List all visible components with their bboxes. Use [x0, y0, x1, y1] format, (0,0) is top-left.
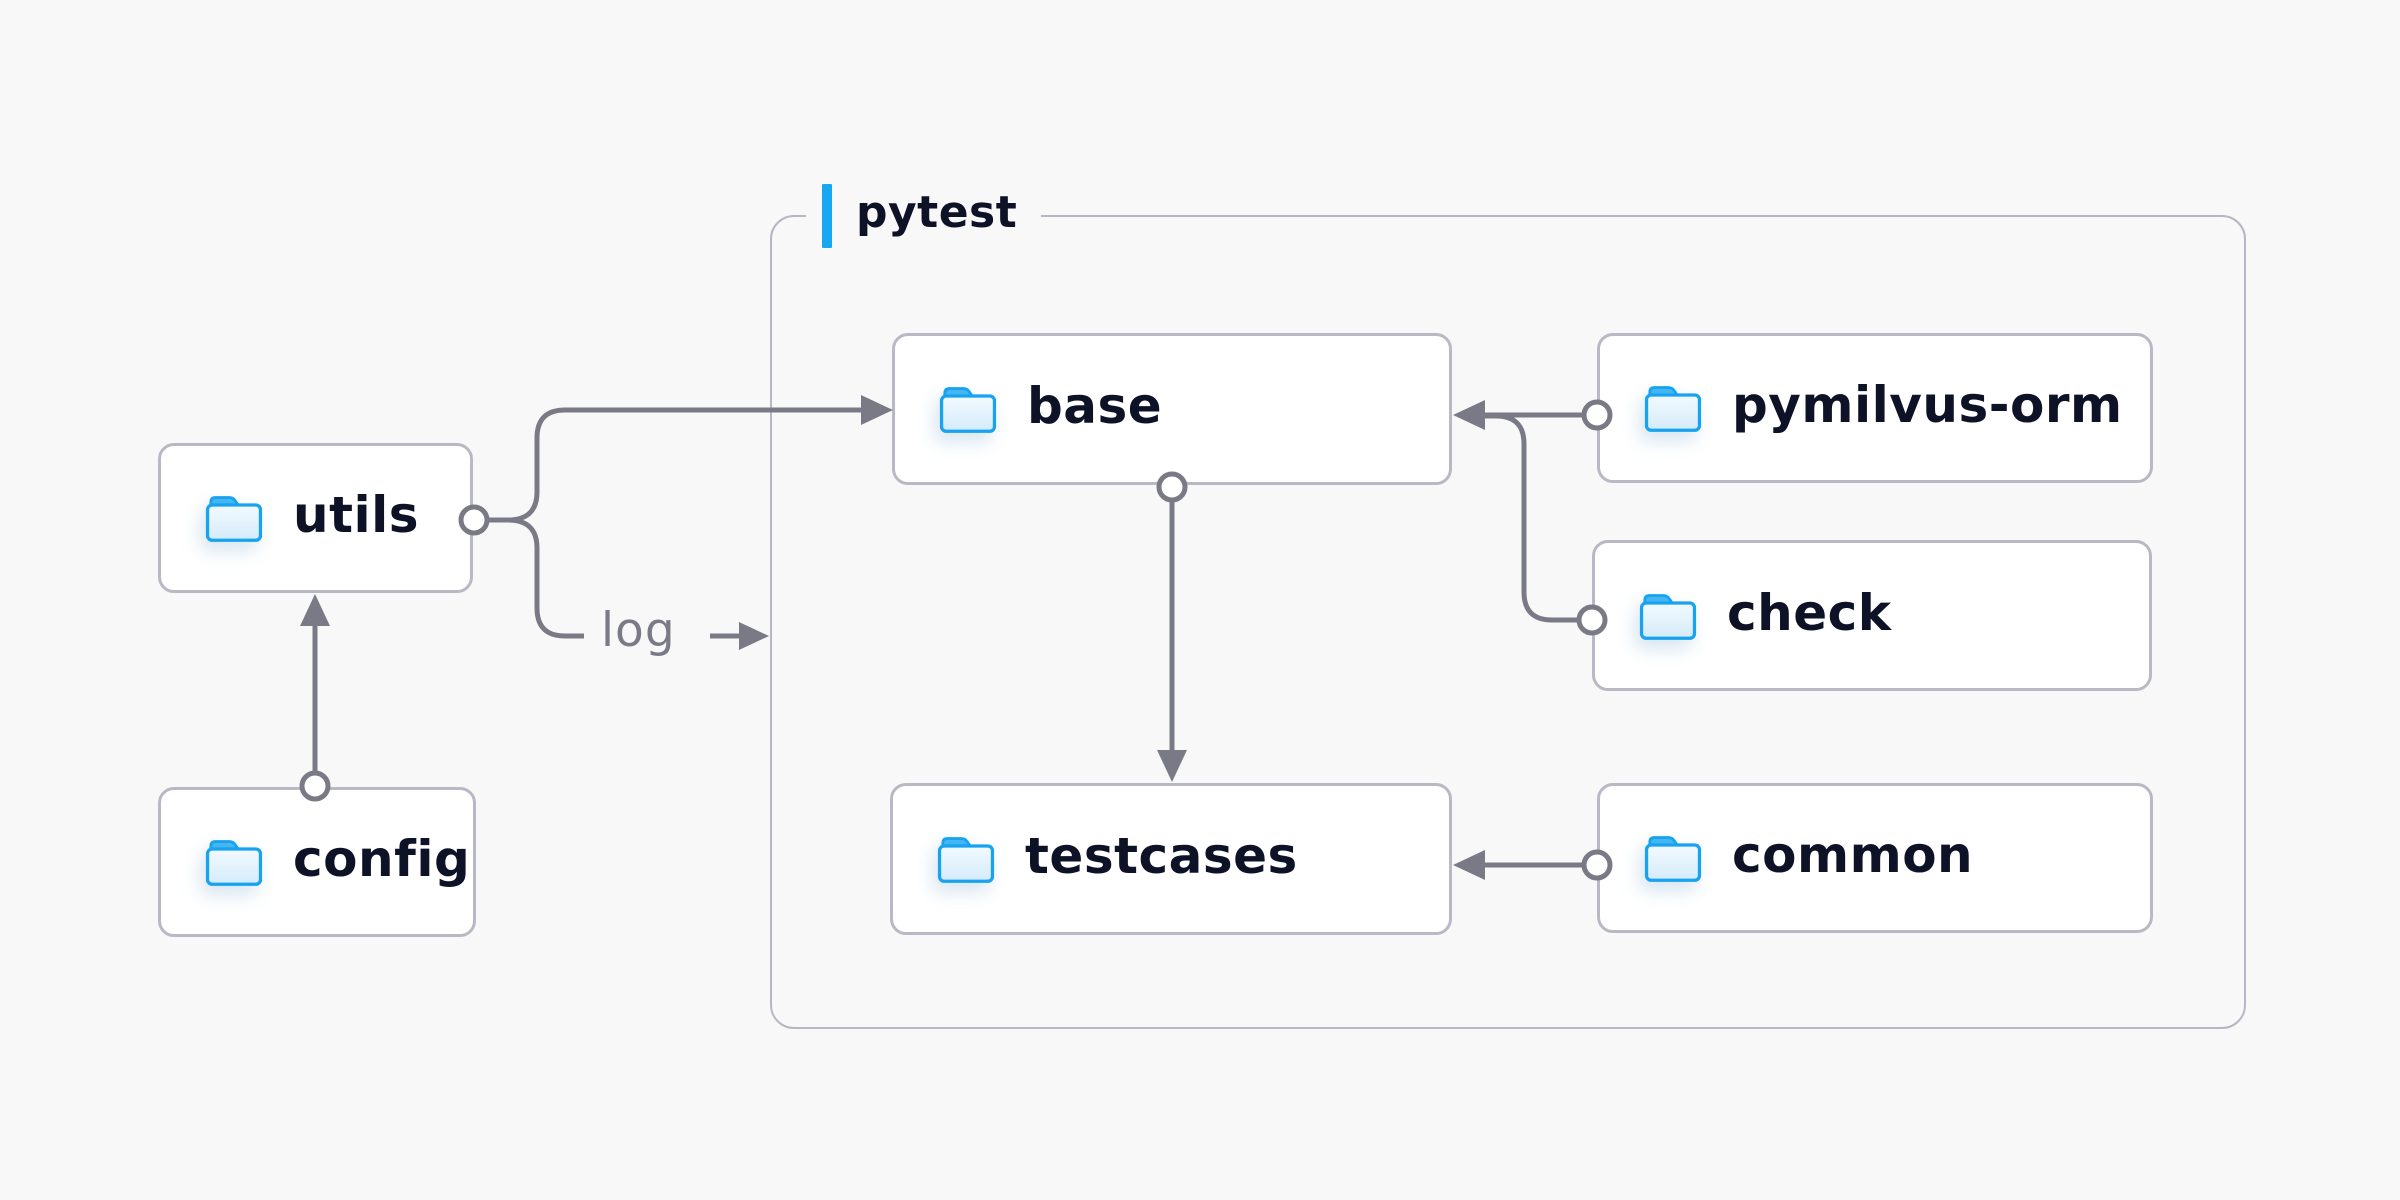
node-label: config [293, 830, 471, 888]
folder-icon [1642, 832, 1704, 884]
node-pymilvus-orm: pymilvus-orm [1597, 333, 2153, 483]
group-label-text: pytest [856, 187, 1018, 238]
node-label: pymilvus-orm [1732, 376, 2123, 434]
node-label: testcases [1025, 827, 1298, 885]
folder-icon [203, 836, 265, 888]
folder-icon [1637, 590, 1699, 642]
node-utils: utils [158, 443, 473, 593]
folder-icon [203, 492, 265, 544]
node-label: check [1727, 583, 1892, 642]
folder-icon [937, 383, 999, 435]
node-label: base [1027, 377, 1163, 435]
node-label: utils [293, 486, 420, 544]
node-config: config [158, 787, 476, 937]
node-check: check [1592, 540, 2152, 691]
node-base: base [892, 333, 1452, 485]
accent-bar-icon [822, 184, 832, 248]
pytest-group-box [770, 215, 2246, 1029]
folder-icon [1642, 382, 1704, 434]
node-testcases: testcases [890, 783, 1452, 935]
edge-label-log: log [601, 603, 676, 658]
node-common: common [1597, 783, 2153, 933]
node-label: common [1732, 826, 1974, 884]
pytest-group-label: pytest [806, 181, 1042, 251]
folder-icon [935, 833, 997, 885]
edge-config-utils [299, 594, 331, 802]
